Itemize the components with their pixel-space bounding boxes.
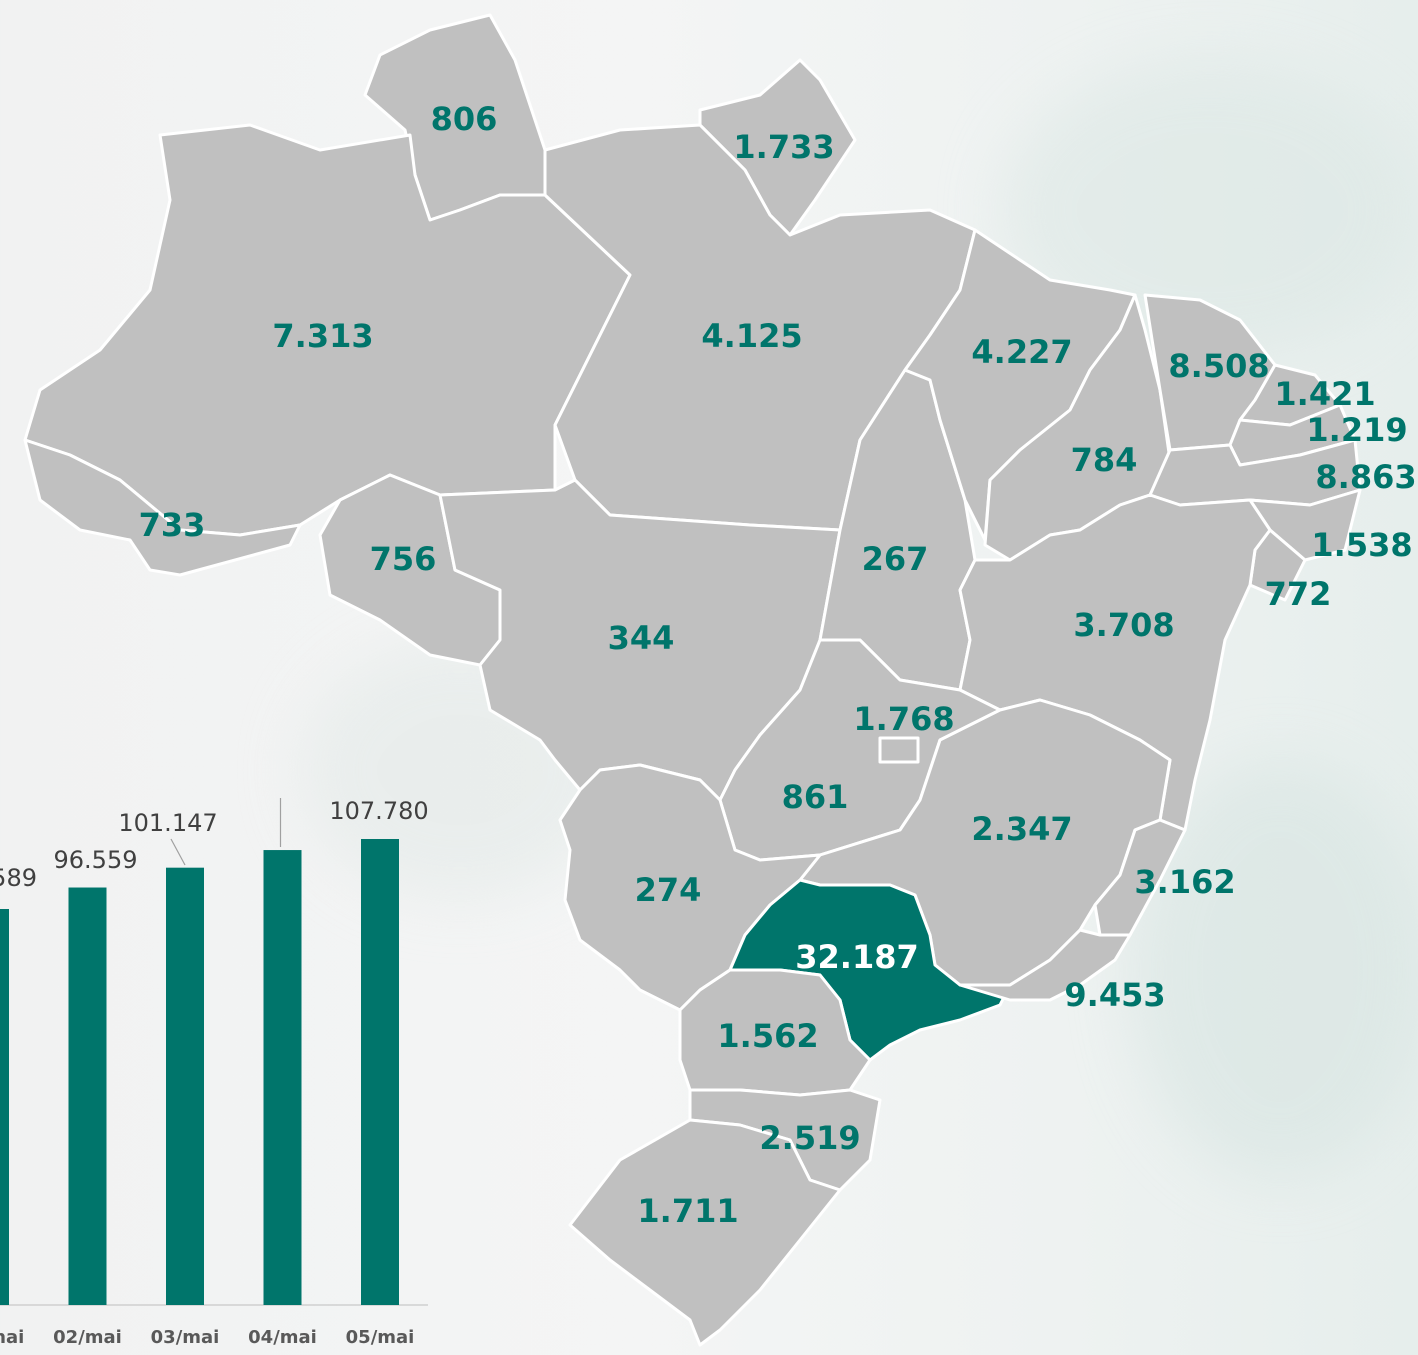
state-value-mato-grosso-do-sul: 274 (635, 871, 702, 909)
bar-value-label: 96.559 (54, 846, 138, 874)
category-label: 05/mai (346, 1327, 415, 1348)
state-value-parana: 1.562 (717, 1017, 818, 1055)
state-shape-acre (23, 438, 302, 577)
state-value-ceara: 8.508 (1168, 347, 1269, 385)
state-value-rio-grande-do-norte: 1.421 (1274, 375, 1375, 413)
state-shape-parana (678, 968, 872, 1097)
state-shape-rio-de-janeiro (958, 928, 1132, 1002)
state-value-distrito-federal: 1.768 (853, 700, 954, 738)
state-value-sao-paulo: 32.187 (795, 938, 918, 976)
state-value-maranhao: 4.227 (971, 333, 1072, 371)
state-value-mato-grosso: 344 (608, 619, 675, 657)
state-value-pernambuco: 8.863 (1315, 458, 1416, 496)
state-value-espirito-santo: 3.162 (1134, 863, 1235, 901)
state-value-amazonas: 7.313 (272, 317, 373, 355)
state-value-piaui: 784 (1071, 441, 1138, 479)
category-label: 04/mai (248, 1327, 317, 1348)
bar-02/mai (68, 887, 107, 1305)
state-value-tocantins: 267 (862, 540, 929, 578)
category-label: 01/mai (0, 1327, 24, 1348)
state-value-acre: 733 (139, 506, 206, 544)
bar-04/mai (263, 850, 302, 1305)
cumulative-bar-chart: 91.58901/mai96.55902/mai101.14703/mai105… (0, 797, 429, 1348)
state-value-santa-catarina: 2.519 (759, 1119, 860, 1157)
state-value-goias: 861 (782, 778, 849, 816)
bar-value-label: 107.780 (329, 797, 428, 825)
state-value-para: 4.125 (701, 317, 802, 355)
state-value-amapa: 1.733 (733, 128, 834, 166)
state-value-minas-gerais: 2.347 (971, 810, 1072, 848)
state-value-sergipe: 772 (1265, 575, 1332, 613)
state-value-rio-de-janeiro: 9.453 (1064, 976, 1165, 1014)
state-value-rio-grande-do-sul: 1.711 (637, 1192, 738, 1230)
label-leader-line (170, 838, 186, 866)
state-value-rondonia: 756 (370, 540, 437, 578)
state-value-bahia: 3.708 (1073, 606, 1174, 644)
category-label: 02/mai (53, 1327, 122, 1348)
bar-value-label: 91.589 (0, 864, 37, 892)
state-shape-rio-grande-do-sul (568, 1118, 842, 1347)
state-value-roraima: 806 (431, 100, 498, 138)
state-value-alagoas: 1.538 (1311, 526, 1412, 564)
bar-05/mai (361, 839, 399, 1305)
bar-03/mai (166, 867, 204, 1305)
category-label: 03/mai (151, 1327, 220, 1348)
state-value-paraiba: 1.219 (1306, 411, 1407, 449)
bar-01/mai (0, 909, 9, 1305)
bar-value-label: 101.147 (118, 809, 217, 837)
state-shape-distrito-federal (878, 736, 920, 764)
